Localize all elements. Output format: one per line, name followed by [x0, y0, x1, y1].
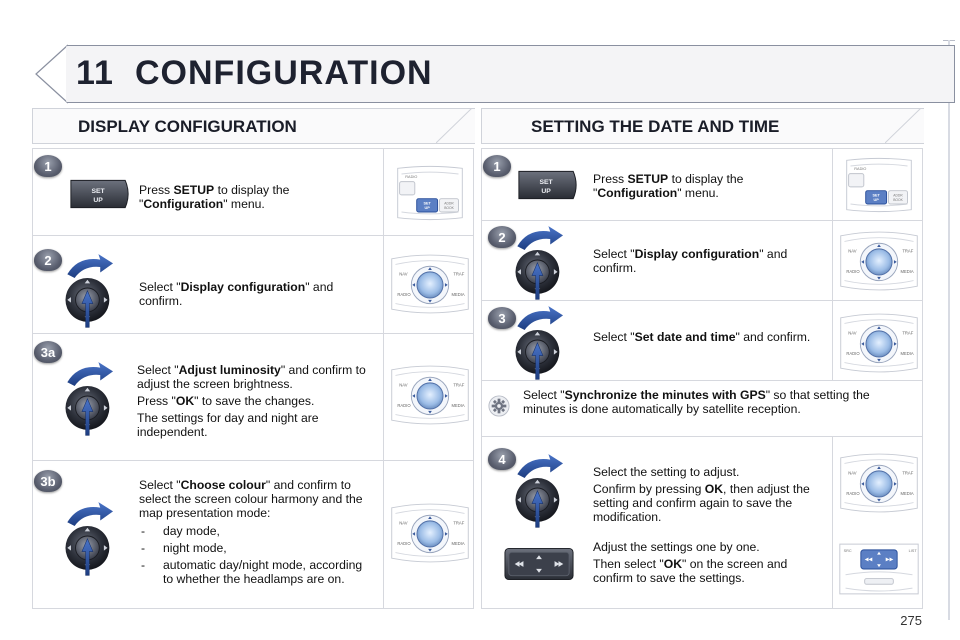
- gps-satellite-icon: [488, 395, 510, 417]
- step-instruction: Press SETUP to display the "Configuratio…: [139, 183, 290, 211]
- step-instruction: Adjust the settings one by one. Then sel…: [593, 540, 788, 585]
- chapter-number: 11: [76, 54, 114, 92]
- step-badge: 3b: [34, 470, 62, 492]
- right-steps-panel: [481, 148, 923, 609]
- dial-panel-thumbnail-icon: [388, 500, 472, 566]
- chapter-header-bar: [66, 45, 955, 103]
- rotary-knob-press-icon: [510, 446, 574, 530]
- gps-note: Select "Synchronize the minutes with GPS…: [523, 388, 870, 416]
- step-instruction: Select "Set date and time" and confirm.: [593, 330, 811, 344]
- step-instruction: Press SETUP to display the "Configuratio…: [593, 172, 744, 200]
- divider: [32, 235, 474, 236]
- thumbnail-divider: [383, 148, 384, 609]
- media-controls-thumbnail-icon: [836, 540, 922, 598]
- step-instruction: Select "Display configuration" and confi…: [593, 247, 788, 275]
- step-instruction: Select "Choose colour" and confirm to se…: [139, 478, 371, 589]
- rotary-knob-press-icon: [510, 218, 574, 302]
- step-badge: 1: [34, 155, 62, 177]
- rotary-knob-press-icon: [510, 298, 574, 382]
- dial-panel-thumbnail-icon: [837, 310, 921, 376]
- rotary-knob-press-icon: [60, 246, 124, 330]
- right-section-title: SETTING THE DATE AND TIME: [531, 117, 780, 136]
- option-item: day mode,: [139, 524, 371, 538]
- left-section-title: DISPLAY CONFIGURATION: [78, 117, 297, 136]
- setup-button-icon: [67, 176, 133, 212]
- page-number: 275: [900, 613, 922, 628]
- step-badge: 2: [488, 226, 516, 248]
- divider: [481, 380, 923, 381]
- option-list: day mode, night mode, automatic day/nigh…: [139, 524, 371, 586]
- step-instruction: Select "Adjust luminosity" and confirm t…: [137, 363, 366, 439]
- divider: [32, 460, 474, 461]
- setup-panel-thumbnail-icon: [392, 164, 468, 222]
- thumbnail-divider: [832, 436, 833, 609]
- setup-button-icon: [515, 167, 581, 203]
- step-badge: 3: [488, 307, 516, 329]
- step-instruction: Select the setting to adjust. Confirm by…: [593, 465, 810, 524]
- divider: [481, 220, 923, 221]
- option-item: night mode,: [139, 541, 371, 555]
- left-section-header: [32, 108, 475, 144]
- divider: [481, 300, 923, 301]
- rotary-knob-press-icon: [60, 354, 124, 438]
- header-corner-decoration: [35, 44, 69, 104]
- setup-panel-thumbnail-icon: [841, 156, 917, 214]
- step-badge: 1: [483, 155, 511, 177]
- chapter-title: CONFIGURATION: [135, 54, 433, 92]
- dial-panel-thumbnail-icon: [837, 228, 921, 294]
- option-item: automatic day/night mode, according to w…: [139, 558, 371, 586]
- dial-panel-thumbnail-icon: [388, 362, 472, 428]
- thumbnail-divider: [832, 148, 833, 380]
- step-instruction: Select "Display configuration" and confi…: [139, 280, 334, 308]
- margin-line: [948, 40, 950, 620]
- dial-panel-thumbnail-icon: [388, 251, 472, 317]
- divider: [32, 333, 474, 334]
- step-badge: 4: [488, 448, 516, 470]
- screen-arrow-buttons-icon: [503, 546, 575, 582]
- rotary-knob-press-icon: [60, 494, 124, 578]
- step-badge: 3a: [34, 341, 62, 363]
- right-section-header: [481, 108, 924, 144]
- step-badge: 2: [34, 249, 62, 271]
- divider: [481, 436, 923, 437]
- dial-panel-thumbnail-icon: [837, 450, 921, 516]
